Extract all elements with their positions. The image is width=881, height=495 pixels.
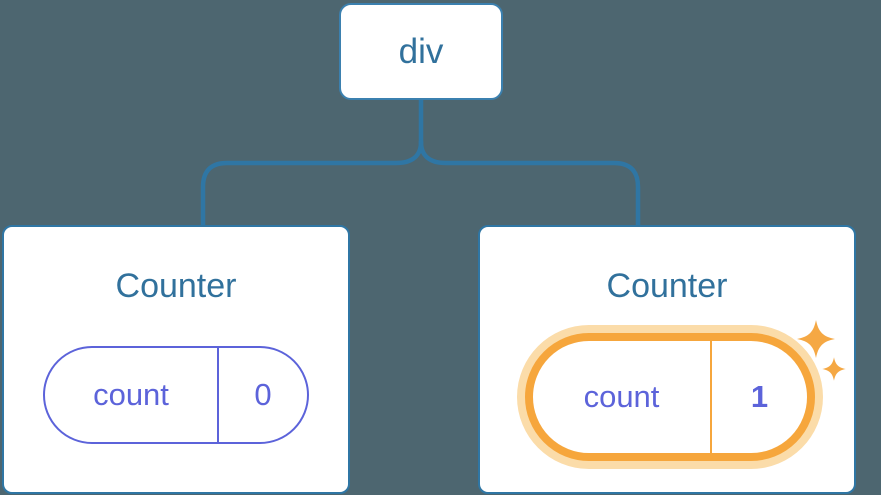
sparkle-small bbox=[822, 357, 846, 381]
root-node-label: div bbox=[398, 31, 444, 71]
connector-branch-left bbox=[200, 139, 424, 229]
state-value: 0 bbox=[254, 377, 272, 412]
root-node-div: div bbox=[339, 3, 503, 100]
state-pill: count 0 bbox=[43, 346, 309, 444]
state-value: 1 bbox=[750, 379, 769, 414]
connector-branch-right bbox=[418, 139, 641, 229]
counter-card-left: Counter count 0 bbox=[2, 225, 350, 494]
component-title: Counter bbox=[115, 267, 237, 305]
sparkle-large bbox=[797, 320, 835, 358]
state-key-label: count bbox=[45, 348, 219, 442]
counter-card-right: Counter count 1 bbox=[478, 225, 856, 494]
component-title: Counter bbox=[606, 267, 728, 305]
state-key-label: count bbox=[533, 341, 712, 453]
state-pill-highlighted: count 1 bbox=[525, 333, 815, 461]
